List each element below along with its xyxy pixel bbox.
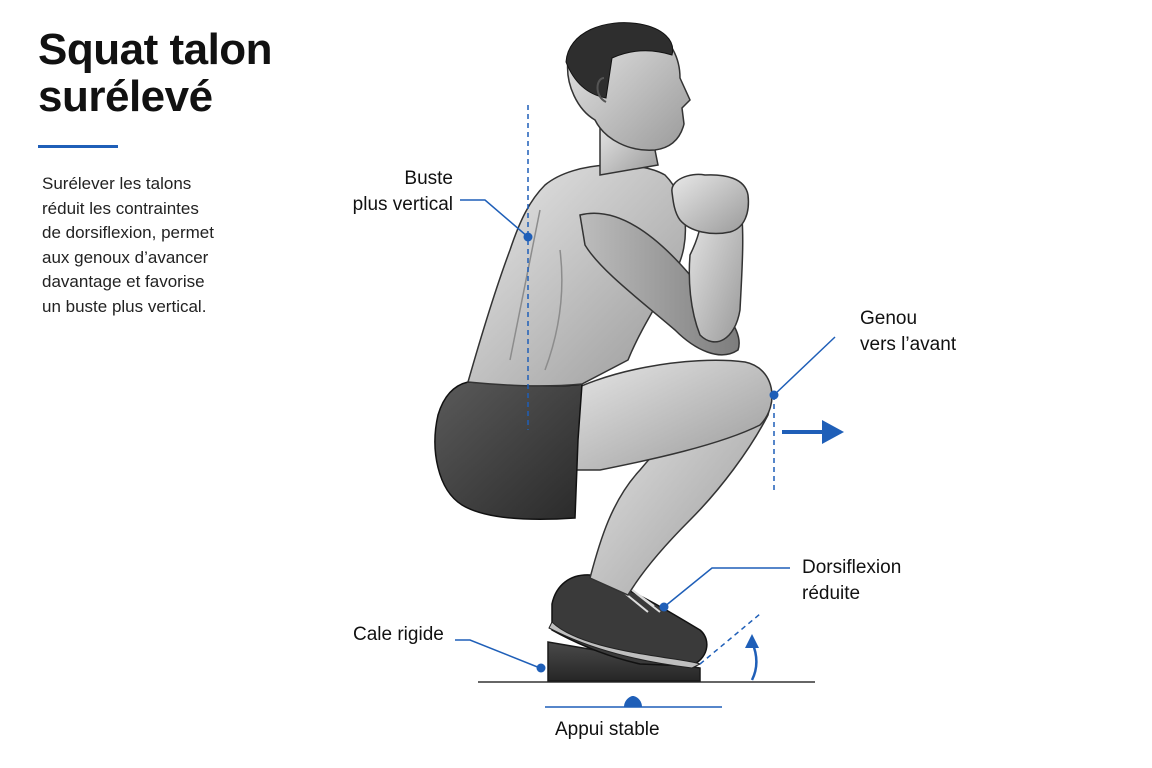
- ankle-angle-arrowhead: [745, 634, 759, 648]
- wedge-marker: [536, 663, 546, 673]
- knee-label-line-2: vers l’avant: [860, 334, 957, 355]
- knee-leader-line: [773, 336, 836, 396]
- description-text: Surélever les talons réduit les contrain…: [42, 172, 232, 319]
- torso-label-line-1: Buste: [404, 168, 453, 189]
- base-triangle-marker: [624, 696, 642, 707]
- title-line-1: Squat talon: [38, 25, 273, 74]
- torso-label: Buste plus vertical: [345, 166, 453, 218]
- base-label: Appui stable: [555, 717, 660, 743]
- shoe-sole: [548, 621, 702, 669]
- title-underline: [38, 145, 118, 148]
- wedge-label-line-1: Cale rigide: [353, 624, 444, 645]
- thigh: [554, 359, 773, 471]
- torso-leader-line: [460, 199, 529, 238]
- ankle-label: Dorsiflexion réduite: [802, 555, 901, 607]
- base-label-line-1: Appui stable: [555, 719, 660, 740]
- wedge-leader-line: [455, 639, 541, 669]
- page-title: Squat talon surélevé: [38, 25, 273, 121]
- shorts: [434, 381, 583, 521]
- title-line-2: surélevé: [38, 72, 213, 121]
- fists: [671, 173, 750, 235]
- ankle-label-line-2: réduite: [802, 583, 861, 604]
- torso-marker: [523, 232, 533, 242]
- torso-label-line-2: plus vertical: [352, 194, 453, 215]
- knee-label-line-1: Genou: [860, 308, 918, 329]
- back-muscle-lines: [509, 209, 563, 371]
- description-line: Surélever les talons: [42, 174, 192, 193]
- torso: [467, 164, 687, 387]
- wedge-label: Cale rigide: [353, 622, 444, 648]
- ankle-label-line-1: Dorsiflexion: [802, 557, 902, 578]
- hair: [565, 22, 674, 99]
- ankle-marker: [659, 602, 669, 612]
- knee-marker: [769, 390, 779, 400]
- description-line: réduit les contraintes: [42, 198, 199, 218]
- knee-forward-arrow-head: [822, 420, 844, 444]
- ankle-angle-guide: [699, 613, 761, 665]
- description-line: un buste plus vertical.: [42, 296, 207, 316]
- description-line: aux genoux d’avancer: [42, 247, 209, 267]
- ankle-leader-line: [663, 567, 790, 608]
- knee-label: Genou vers l’avant: [860, 306, 956, 358]
- ear: [596, 77, 607, 103]
- description-line: davantage et favorise: [42, 272, 205, 291]
- description-line: de dorsiflexion, permet: [42, 223, 214, 242]
